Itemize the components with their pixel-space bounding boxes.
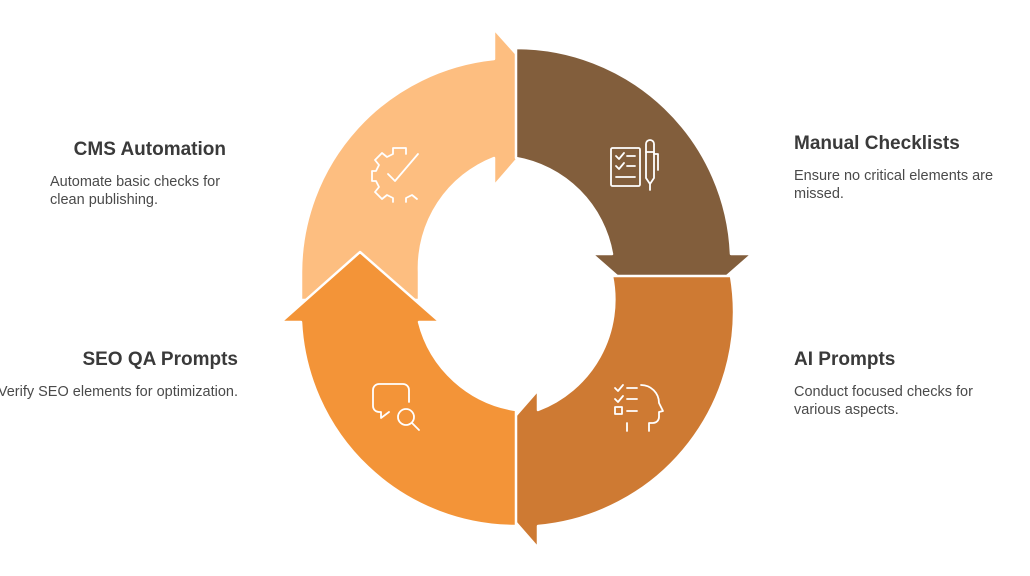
gear-check-icon <box>371 147 419 203</box>
ai-head-list-icon <box>614 384 664 432</box>
stage-label-ai-prompts: AI Prompts Conduct focused checks for va… <box>794 349 1004 419</box>
stage-label-seo-qa-prompts: SEO QA Prompts Verify SEO elements for o… <box>0 349 238 401</box>
stage-description: Verify SEO elements for optimization. <box>0 384 238 400</box>
segment-ai-prompts <box>467 274 736 550</box>
stage-description: Conduct focused checks for various aspec… <box>794 384 973 418</box>
stage-title: AI Prompts <box>794 349 896 370</box>
segment-cms-automation <box>299 27 565 302</box>
stage-label-cms-automation: CMS Automation Automate basic checks for… <box>0 139 226 209</box>
chat-search-icon <box>372 383 420 431</box>
stage-title: Manual Checklists <box>794 133 960 154</box>
stage-description: Ensure no critical elements are missed. <box>794 168 994 202</box>
segment-seo-qa-prompts <box>279 250 518 528</box>
stage-title: SEO QA Prompts <box>82 349 238 370</box>
stage-label-manual-checklists: Manual Checklists Ensure no critical ele… <box>794 133 1004 203</box>
checklist-pen-icon <box>610 139 659 191</box>
stage-description: Automate basic checks for clean publishi… <box>50 174 221 208</box>
stage-title: CMS Automation <box>73 139 226 160</box>
